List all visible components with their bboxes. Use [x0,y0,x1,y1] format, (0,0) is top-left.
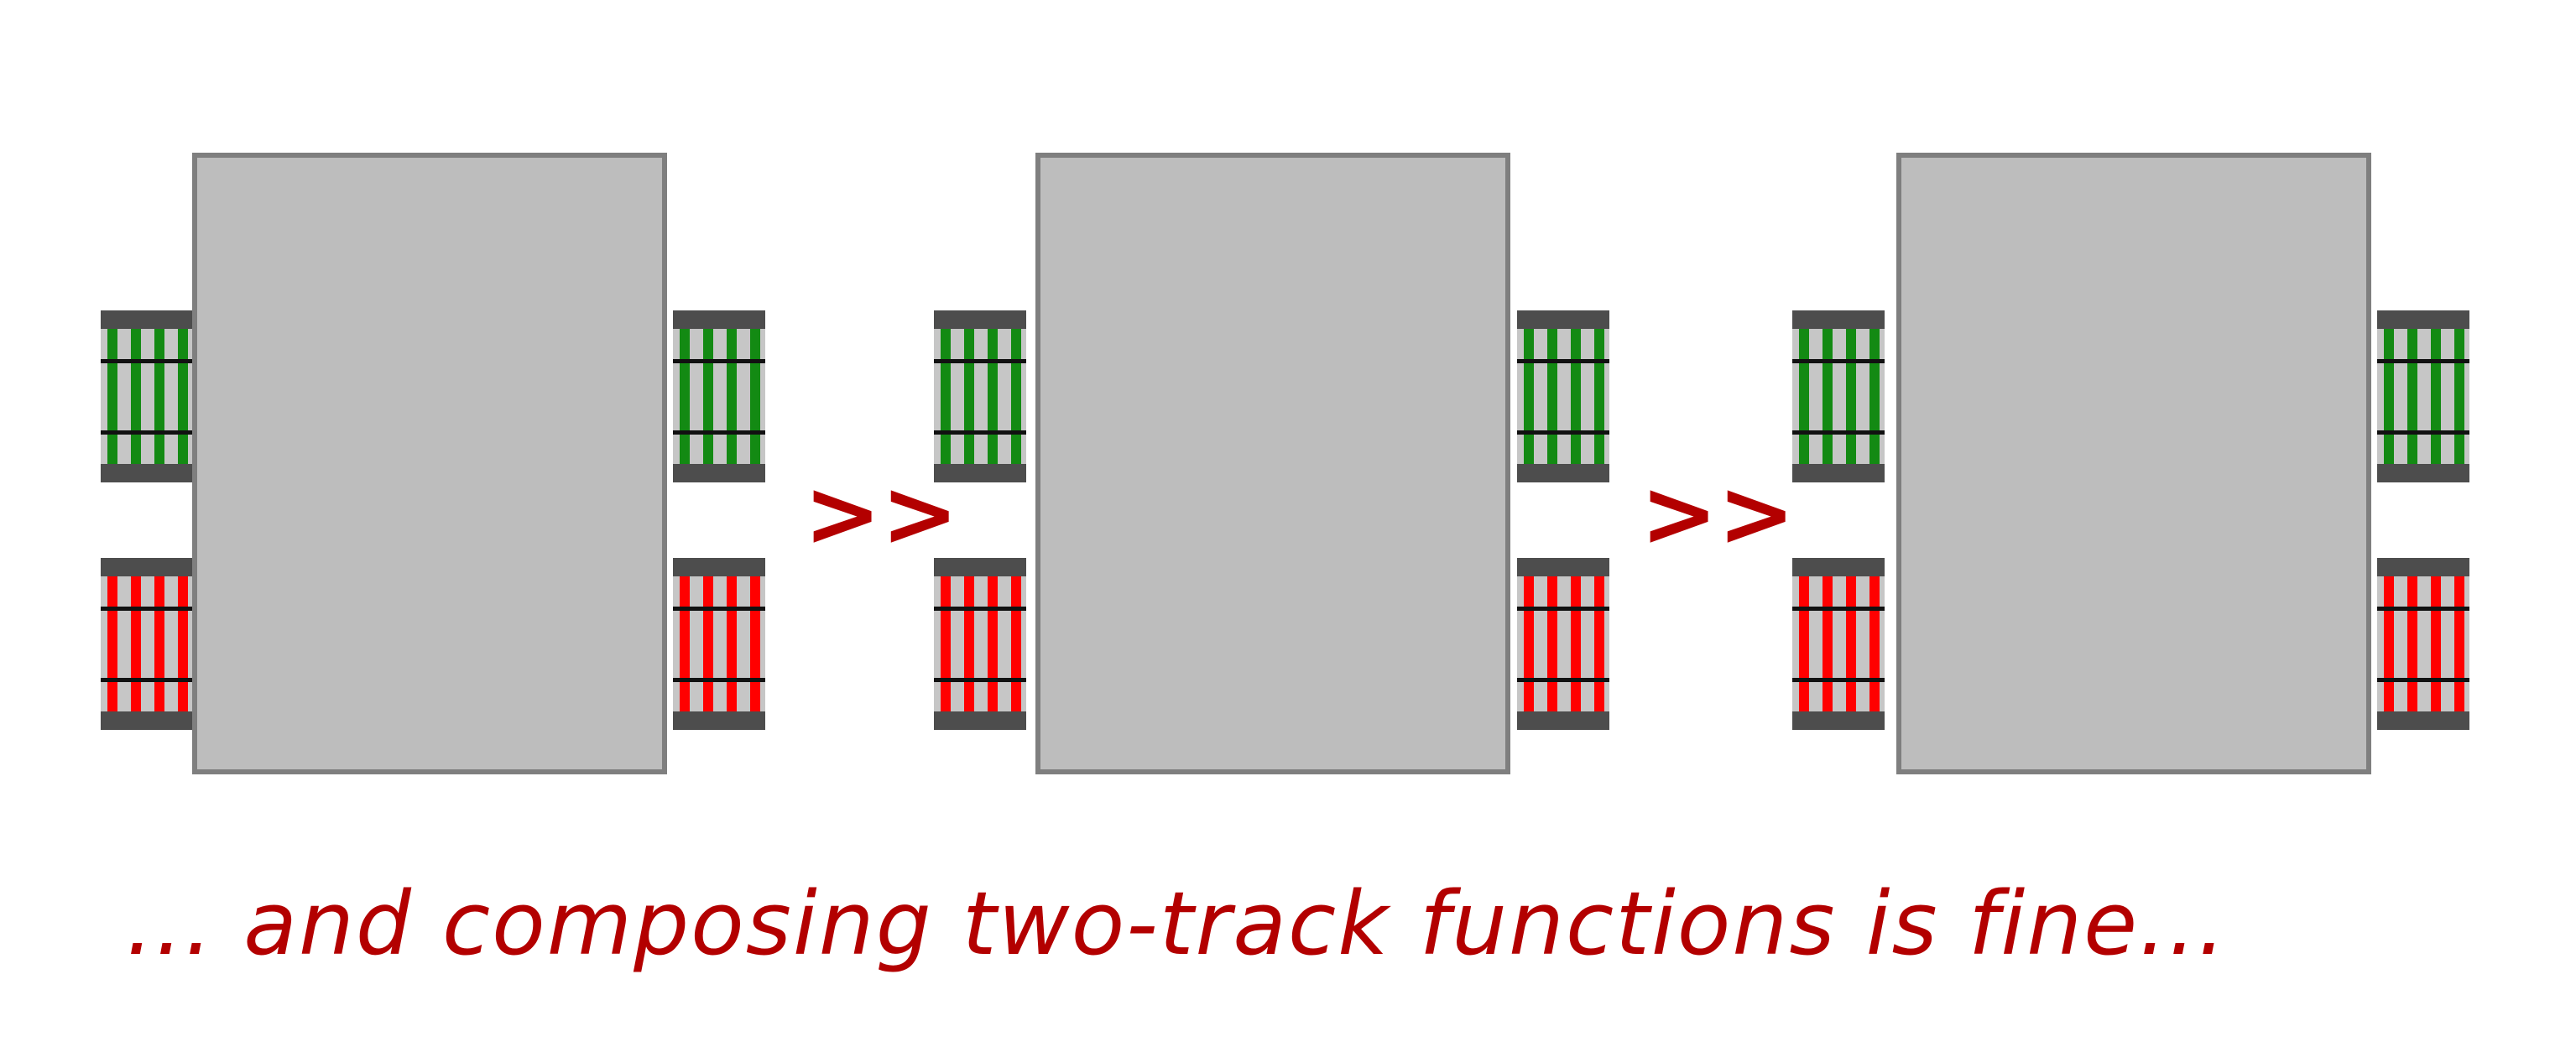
function-box [192,153,667,774]
compose-operator-2: >> [1640,460,1795,567]
success-track-output [2377,310,2469,482]
function-box [1896,153,2371,774]
two-track-function-3 [1792,153,2469,774]
failure-track-output [1517,558,1609,730]
failure-track-input [1792,558,1885,730]
success-track-output [673,310,765,482]
failure-track-output [673,558,765,730]
failure-track-output [2377,558,2469,730]
success-track-input [101,310,193,482]
success-track-output [1517,310,1609,482]
success-track-input [934,310,1026,482]
failure-track-input [101,558,193,730]
two-track-function-2 [934,153,1609,774]
compose-operator-1: >> [804,460,958,567]
success-track-input [1792,310,1885,482]
caption: ... and composing two-track functions is… [126,873,2228,975]
failure-track-input [934,558,1026,730]
two-track-function-1 [101,153,765,774]
function-box [1035,153,1510,774]
